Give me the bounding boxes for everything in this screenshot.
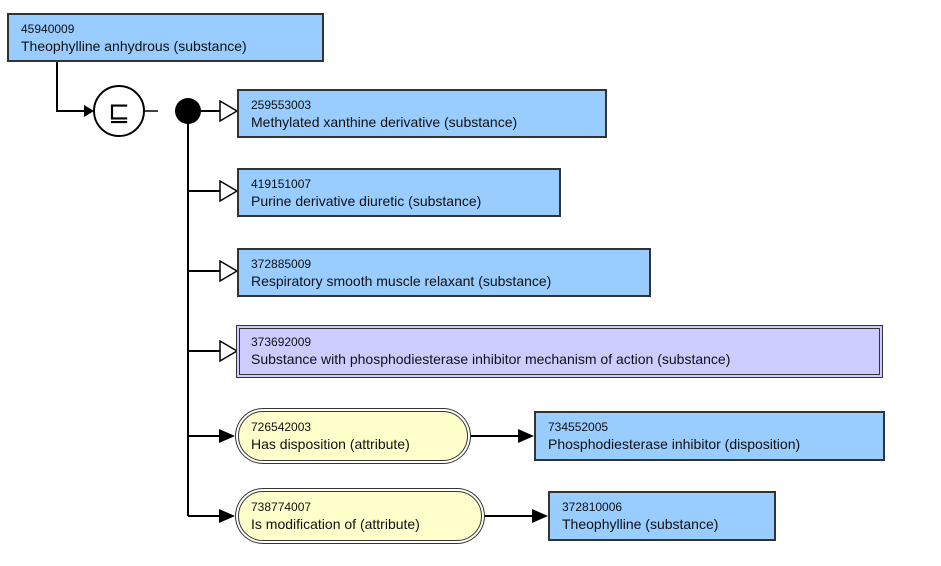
attribute-arrows [188,429,548,523]
concept-id: 45940009 [21,22,75,36]
subsumption-symbol-icon: ⊑ [108,98,130,128]
concept-id: 372885009 [251,257,312,271]
concept-term: Theophylline anhydrous (substance) [21,38,247,54]
attribute-value[interactable]: 734552005 Phosphodiesterase inhibitor (d… [534,411,885,461]
concept-term: Respiratory smooth muscle relaxant (subs… [251,273,552,289]
parent-concept[interactable]: 372885009 Respiratory smooth muscle rela… [237,248,651,297]
concept-term: Theophylline (substance) [562,516,719,532]
focus-arrowhead [84,105,94,117]
isa-arrows [188,99,239,363]
concept-id: 726542003 [251,420,312,434]
parent-concept[interactable]: 259553003 Methylated xanthine derivative… [237,89,607,138]
attribute-arrowhead [518,429,534,443]
focus-concept[interactable]: 45940009 Theophylline anhydrous (substan… [7,13,324,62]
concept-id: 259553003 [251,98,312,112]
isa-arrowhead [219,339,239,363]
concept-id: 419151007 [251,177,312,191]
concept-id: 738774007 [251,500,312,514]
concept-term: Substance with phosphodiesterase inhibit… [251,351,731,367]
focus-connector [56,62,86,112]
concept-term: Purine derivative diuretic (substance) [251,193,482,209]
isa-arrowhead [219,179,239,203]
concept-id: 372810006 [562,500,623,514]
attribute-arrowhead [219,509,235,523]
concept-term: Methylated xanthine derivative (substanc… [251,114,518,130]
attribute-arrowhead [532,509,548,523]
parent-concept[interactable]: 419151007 Purine derivative diuretic (su… [237,168,561,217]
attribute-arrowhead [219,429,235,443]
attribute-type[interactable]: 738774007 Is modification of (attribute) [238,491,482,541]
parent-concept-defined[interactable]: 373692009 Substance with phosphodiestera… [236,325,883,378]
concept-term: Phosphodiesterase inhibitor (disposition… [548,436,801,452]
concept-term: Has disposition (attribute) [251,436,410,452]
concept-id: 734552005 [548,420,609,434]
attribute-value[interactable]: 372810006 Theophylline (substance) [548,491,776,541]
isa-arrowhead [219,259,239,283]
isa-arrowhead [219,99,239,123]
concept-term: Is modification of (attribute) [251,516,420,532]
attribute-type[interactable]: 726542003 Has disposition (attribute) [238,411,468,461]
concept-id: 373692009 [251,335,312,349]
